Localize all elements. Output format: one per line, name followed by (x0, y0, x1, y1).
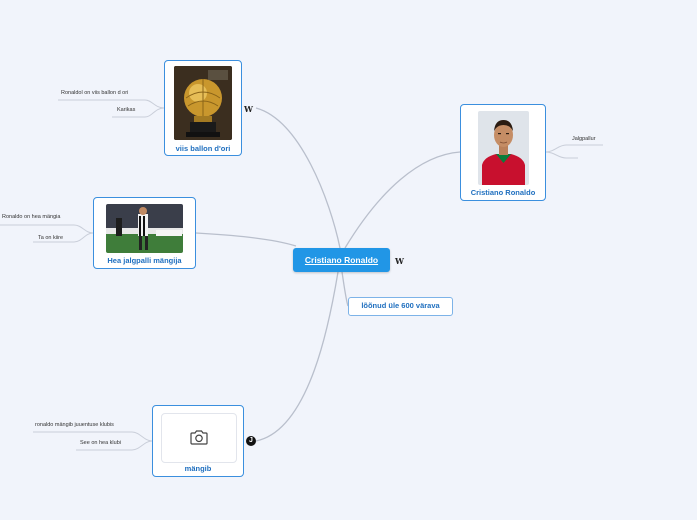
player-image (106, 204, 183, 253)
sub-portrait-text-1[interactable]: Jalgpallur (572, 136, 596, 142)
sub-portrait-1 (544, 144, 603, 153)
node-juventus[interactable]: mängib (152, 405, 244, 477)
wikipedia-icon[interactable]: W (244, 104, 253, 114)
sub-player-text-1[interactable]: Ronaldo on hea mängia (2, 214, 61, 220)
node-juventus-label: mängib (184, 464, 212, 473)
node-ballon[interactable]: viis ballon d'ori (164, 60, 242, 156)
camera-icon (190, 430, 208, 450)
node-player[interactable]: Hea jalgpalli mängija (93, 197, 196, 269)
central-topic[interactable]: Cristiano Ronaldo (293, 248, 390, 272)
sub-juve-2 (76, 440, 153, 451)
sub-ballon-2 (112, 107, 165, 118)
branch-ballon (255, 107, 341, 249)
sub-juve-1 (33, 431, 153, 442)
golden-ball-image (174, 66, 232, 140)
node-portrait-label: Cristiano Ronaldo (470, 188, 536, 197)
node-ballon-label: viis ballon d'ori (175, 144, 231, 153)
sub-portrait-2 (544, 151, 578, 159)
sub-ballon-text-1[interactable]: Ronaldol on viis ballon d ori (61, 90, 129, 96)
sub-player-text-2[interactable]: Ta on kiire (38, 235, 64, 241)
sub-juve-text-1[interactable]: ronaldo mängib juuentuse klubis (35, 422, 114, 428)
branch-portrait (344, 151, 461, 249)
juventus-badge-icon[interactable]: J (246, 436, 256, 446)
portrait-image (478, 111, 529, 185)
node-goals[interactable]: lõõnud üle 600 värava (348, 297, 453, 316)
sub-ballon-text-2[interactable]: Karikas (117, 107, 136, 113)
image-placeholder[interactable] (161, 413, 237, 463)
node-player-label: Hea jalgpalli mängija (107, 256, 182, 265)
sub-juve-text-2[interactable]: See on hea klubi (80, 440, 121, 446)
sub-ballon-1 (58, 99, 165, 109)
sub-player-1 (0, 224, 94, 234)
node-portrait[interactable]: Cristiano Ronaldo (460, 104, 546, 201)
branch-juventus (255, 271, 339, 442)
branch-goals (341, 271, 349, 307)
sub-player-2 (33, 232, 94, 243)
branch-player (195, 232, 297, 247)
wikipedia-icon[interactable]: W (395, 256, 404, 266)
